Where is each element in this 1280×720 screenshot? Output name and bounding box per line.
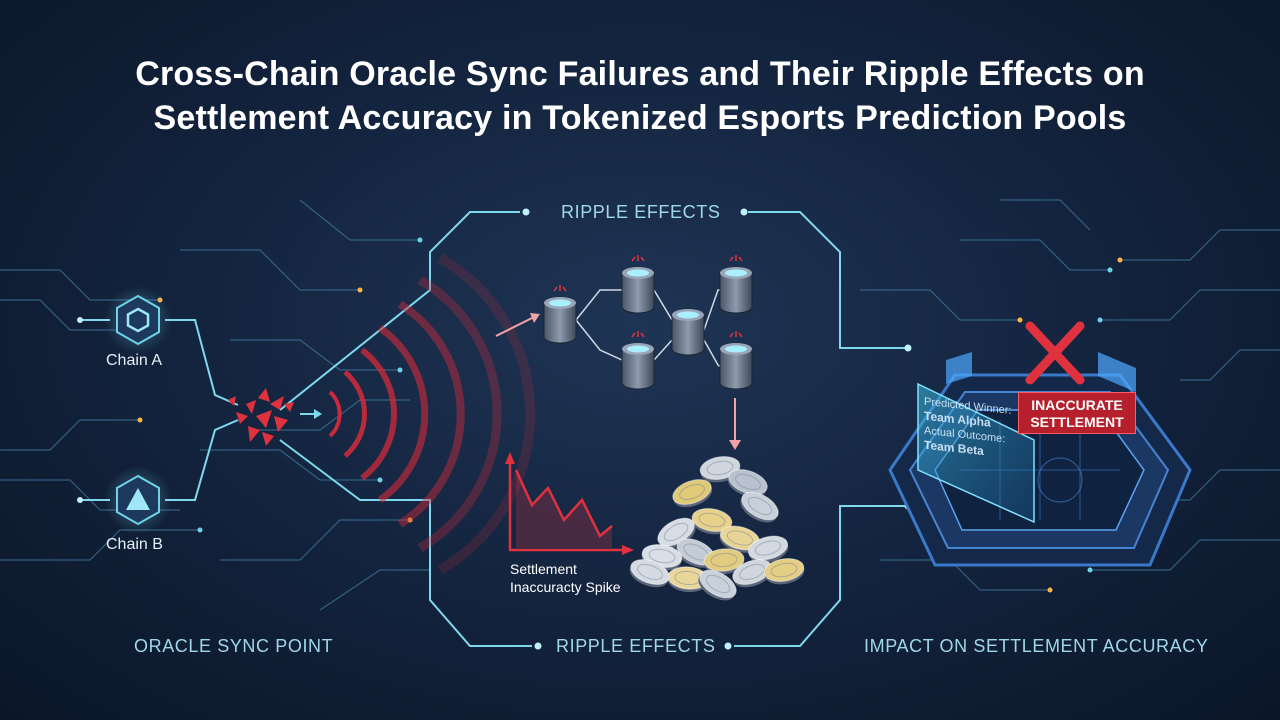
database-icon (621, 331, 655, 390)
chain-a-endpoint (77, 317, 83, 323)
triangle-icon (126, 488, 150, 510)
x-mark-icon (1025, 321, 1085, 385)
badge-line-1: INACCURATE (1031, 397, 1123, 413)
coin-icon (703, 548, 745, 575)
coin-icon (763, 558, 805, 585)
coin-icon (629, 559, 670, 588)
ripple-effects-bottom-label: RIPPLE EFFECTS (556, 636, 716, 656)
chain-b-endpoint (77, 497, 83, 503)
ripple-in-arrow (495, 317, 533, 337)
diagram-title: Cross-Chain Oracle Sync Failures and The… (0, 52, 1280, 140)
coin-icon (672, 479, 713, 508)
title-line-1: Cross-Chain Oracle Sync Failures and The… (135, 55, 1145, 93)
spike-chart-label: Settlement Inaccuracty Spike (510, 560, 621, 596)
spike-label-line-1: Settlement (510, 561, 577, 577)
database-nodes (543, 255, 753, 390)
chain-a-label: Chain A (106, 352, 163, 369)
chain-b-node (104, 466, 172, 534)
down-arrow-head (729, 440, 741, 450)
coin-icon (698, 569, 737, 601)
badge-line-2: SETTLEMENT (1030, 414, 1124, 430)
coin-icon (732, 559, 773, 588)
chain-b-label: Chain B (106, 536, 163, 553)
spike-label-line-2: Inaccuracty Spike (510, 579, 621, 595)
impact-label: IMPACT ON SETTLEMENT ACCURACY (864, 636, 1209, 656)
chain-a-node (104, 286, 172, 354)
ripple-effects-top-label: RIPPLE EFFECTS (561, 202, 721, 222)
database-icon (719, 255, 753, 314)
coin-icon (719, 525, 761, 553)
ripple-in-arrow-head (530, 313, 540, 323)
coin-icon (747, 535, 789, 563)
shatter-icon (228, 388, 294, 446)
chain-connectors (80, 319, 239, 501)
spike-chart (505, 452, 634, 555)
coin-icon (740, 491, 779, 523)
title-line-2: Settlement Accuracy in Tokenized Esports… (153, 99, 1127, 137)
circuit-traces-left (0, 199, 430, 611)
database-icon (543, 285, 577, 344)
database-icon (671, 309, 705, 356)
coin-icon (691, 508, 733, 535)
oracle-sync-point-label: ORACLE SYNC POINT (134, 636, 334, 656)
coin-icon (727, 469, 768, 498)
database-icon (621, 255, 655, 314)
ripple-waves (328, 253, 536, 575)
token-coin-pile (629, 456, 805, 601)
database-icon (719, 331, 753, 390)
sync-arrow-head (314, 409, 322, 419)
inaccurate-settlement-badge: INACCURATE SETTLEMENT (1018, 392, 1136, 434)
circuit-traces-right (860, 199, 1280, 591)
hexagon-icon (126, 307, 150, 333)
holo-screen-text: Predicted Winner: Team Alpha Actual Outc… (924, 395, 1024, 464)
coin-icon (667, 566, 709, 593)
holo-screen (917, 382, 1035, 524)
